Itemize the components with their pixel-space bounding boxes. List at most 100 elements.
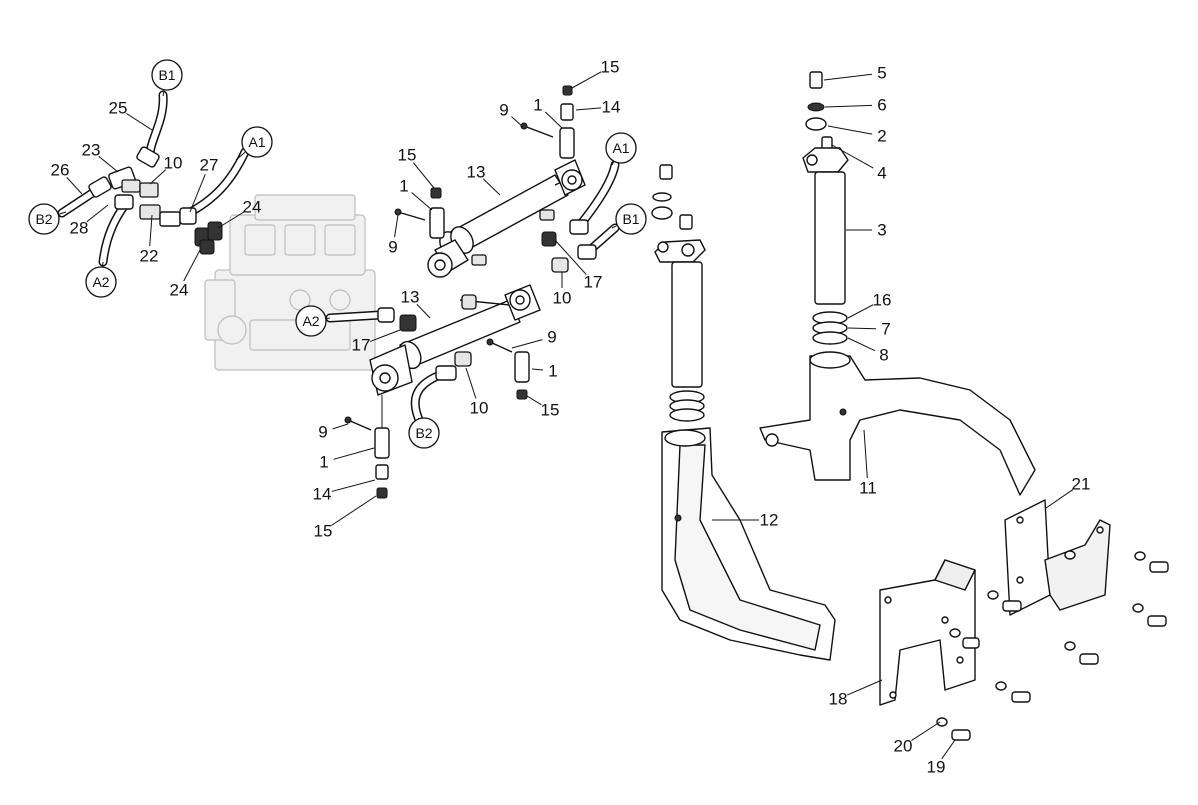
callout-label: 17 bbox=[352, 336, 371, 355]
callout-27: 27 bbox=[189, 156, 219, 213]
callout-label: A2 bbox=[92, 274, 109, 290]
callout-bubble bbox=[151, 59, 183, 91]
callout-6: 6 bbox=[824, 96, 887, 115]
callout-label: 26 bbox=[51, 161, 70, 180]
callout-label: 15 bbox=[314, 522, 333, 541]
callout-8: 8 bbox=[847, 337, 889, 365]
callout-leader-line bbox=[86, 204, 109, 223]
callout-leader-line bbox=[482, 178, 501, 196]
callout-11: 11 bbox=[859, 429, 877, 498]
callout-1-b: 1 bbox=[533, 96, 563, 129]
callout-9-c: 9 bbox=[511, 328, 557, 349]
callout-1-d: 1 bbox=[319, 447, 375, 472]
callout-10-a: 10 bbox=[149, 154, 183, 185]
callout-9-d: 9 bbox=[318, 423, 349, 442]
callout-label: B2 bbox=[35, 211, 52, 227]
callout-label: 1 bbox=[399, 177, 408, 196]
callout-label: 2 bbox=[877, 127, 886, 146]
callout-leader-line bbox=[235, 152, 246, 161]
callout-22: 22 bbox=[140, 214, 158, 266]
callout-bubble bbox=[241, 126, 273, 158]
callout-25: 25 bbox=[109, 99, 153, 131]
callout-a1-left: A1 bbox=[235, 126, 273, 161]
valve-block bbox=[204, 194, 376, 371]
bolt-set bbox=[936, 550, 1169, 741]
callout-19: 19 bbox=[927, 739, 956, 777]
callout-label: 9 bbox=[318, 423, 327, 442]
callout-label: 4 bbox=[877, 164, 886, 183]
callout-b2-mid: B2 bbox=[408, 417, 440, 449]
callout-label: 23 bbox=[82, 141, 101, 160]
callout-10-c: 10 bbox=[465, 367, 489, 418]
callout-leader-line bbox=[331, 495, 377, 526]
left-arm-assembly bbox=[651, 164, 836, 661]
left-hose-assembly bbox=[57, 90, 250, 267]
callout-a1-mid: A1 bbox=[605, 132, 637, 166]
callout-16: 16 bbox=[847, 291, 892, 319]
callout-label: 1 bbox=[319, 453, 328, 472]
callout-b1-top: B1 bbox=[151, 59, 183, 97]
callout-4: 4 bbox=[831, 144, 887, 183]
callout-label: 20 bbox=[894, 737, 913, 756]
callout-14-a: 14 bbox=[575, 98, 620, 117]
callout-24-a: 24 bbox=[217, 198, 261, 229]
callout-leader-line bbox=[98, 155, 119, 173]
callout-7: 7 bbox=[847, 320, 891, 339]
callout-leader-line bbox=[412, 162, 435, 189]
callout-2: 2 bbox=[827, 125, 887, 146]
callout-leader-line bbox=[611, 225, 617, 229]
callout-15-c: 15 bbox=[526, 395, 559, 420]
callout-leader-line bbox=[149, 214, 153, 247]
callout-leader-line bbox=[847, 327, 877, 330]
callout-label: 27 bbox=[200, 156, 219, 175]
callout-5: 5 bbox=[823, 64, 887, 83]
callout-leader-line bbox=[331, 479, 376, 492]
callout-label: B1 bbox=[622, 211, 639, 227]
callout-leader-line bbox=[831, 144, 874, 169]
callout-leader-line bbox=[59, 211, 67, 215]
callout-leader-line bbox=[126, 113, 153, 131]
callout-26: 26 bbox=[51, 161, 83, 195]
callout-label: 10 bbox=[164, 154, 183, 173]
callout-label: B1 bbox=[158, 67, 175, 83]
callout-label: 8 bbox=[879, 346, 888, 365]
callout-label: 15 bbox=[601, 58, 620, 77]
callout-leader-line bbox=[411, 192, 433, 211]
callout-leader-line bbox=[183, 249, 201, 282]
bracket-18 bbox=[879, 559, 976, 706]
callout-label: 6 bbox=[877, 96, 886, 115]
callout-10-b: 10 bbox=[553, 272, 571, 308]
callout-bubble bbox=[408, 417, 440, 449]
callout-leader-line bbox=[394, 214, 399, 238]
callout-leader-line bbox=[1045, 489, 1074, 509]
callout-leader-line bbox=[847, 304, 874, 319]
callout-24-b: 24 bbox=[170, 249, 201, 300]
callout-bubble bbox=[605, 132, 637, 164]
callout-leader-line bbox=[863, 429, 868, 479]
callout-label: 1 bbox=[533, 96, 542, 115]
callout-label: 21 bbox=[1072, 475, 1091, 494]
callout-9-a: 9 bbox=[388, 214, 399, 257]
callout-label: 16 bbox=[873, 291, 892, 310]
callout-label: 13 bbox=[401, 288, 420, 307]
callout-a2-left: A2 bbox=[85, 261, 117, 298]
callout-leader-line bbox=[611, 161, 614, 166]
callout-label: 1 bbox=[548, 362, 557, 381]
callout-leader-line bbox=[823, 73, 873, 81]
callout-14-b: 14 bbox=[313, 479, 376, 504]
callout-label: 10 bbox=[470, 399, 489, 418]
callout-leader-line bbox=[571, 71, 602, 89]
callout-leader-line bbox=[332, 423, 349, 430]
callout-leader-line bbox=[526, 395, 542, 406]
callout-leader-line bbox=[465, 367, 477, 399]
callout-label: 18 bbox=[829, 690, 848, 709]
callout-leader-line bbox=[531, 368, 544, 371]
callout-label: 9 bbox=[547, 328, 556, 347]
callout-leader-line bbox=[824, 104, 873, 108]
callout-21: 21 bbox=[1045, 475, 1091, 509]
callout-9-b: 9 bbox=[499, 101, 524, 128]
callout-leader-line bbox=[847, 337, 876, 352]
callout-17-b: 17 bbox=[352, 329, 401, 355]
callout-label: 7 bbox=[881, 320, 890, 339]
callout-bubble bbox=[28, 203, 60, 235]
